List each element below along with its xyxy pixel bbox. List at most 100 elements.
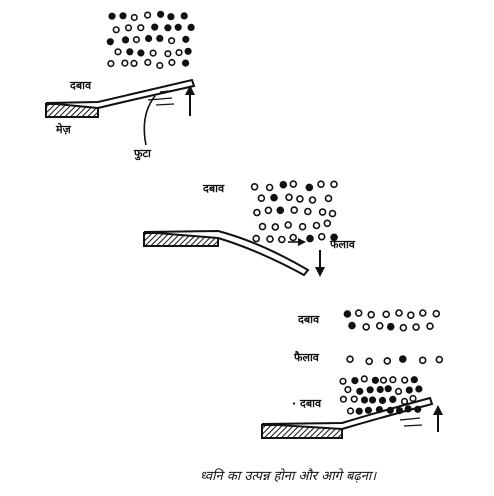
rarefaction-label: फैलाव [330, 238, 355, 251]
right-arrow-icon [288, 238, 306, 246]
air-particle [144, 58, 152, 67]
air-particle [418, 356, 427, 365]
air-particle [276, 206, 285, 215]
panel-1 [45, 10, 196, 146]
air-particle [418, 309, 427, 317]
motion-line [147, 97, 173, 101]
air-particle [266, 235, 274, 243]
air-particle [130, 59, 138, 68]
air-particle [366, 386, 374, 394]
air-particle [395, 407, 404, 415]
air-particle [317, 180, 325, 188]
air-particle [375, 406, 384, 414]
air-particle [284, 221, 293, 229]
ruler-3 [261, 396, 434, 431]
air-particle [168, 37, 176, 45]
air-particle [121, 59, 129, 67]
air-particle [360, 375, 368, 383]
air-particle [168, 58, 176, 67]
air-particle [157, 10, 165, 18]
air-particle [324, 194, 333, 203]
air-particle [414, 405, 422, 413]
air-particle [137, 49, 145, 57]
air-particle [277, 235, 286, 244]
air-particle [180, 12, 188, 20]
pressure-label: दबाव [298, 313, 320, 326]
air-particle [298, 222, 307, 231]
air-particle [351, 377, 359, 385]
air-particle [399, 323, 408, 332]
air-particle [137, 24, 145, 32]
air-particle [164, 24, 172, 32]
air-particle [175, 48, 183, 57]
air-particle [132, 35, 140, 44]
motion-line [403, 424, 423, 427]
air-particle [389, 376, 397, 384]
air-particle [367, 310, 376, 319]
air-particle [156, 61, 164, 70]
air-particle [305, 183, 314, 192]
air-particle [383, 357, 392, 365]
air-particle [174, 23, 182, 31]
air-particle [398, 355, 407, 363]
motion-line [399, 417, 421, 421]
air-particle [250, 183, 259, 191]
air-particle [270, 193, 278, 202]
air-particle [318, 208, 327, 216]
air-particle [376, 385, 384, 394]
air-particle [375, 321, 384, 330]
air-particle [386, 322, 395, 331]
air-particle [119, 12, 127, 20]
air-particle [164, 50, 172, 58]
air-particle [182, 35, 190, 43]
air-particle [264, 206, 273, 215]
air-particle [312, 221, 321, 230]
air-particle [356, 387, 364, 395]
air-particle [384, 385, 392, 393]
air-particle [258, 222, 267, 231]
ruler-1 [45, 78, 196, 110]
air-particle [289, 180, 298, 188]
air-particle [395, 309, 403, 317]
air-particle [330, 233, 338, 242]
air-particle [382, 310, 391, 319]
air-particle [303, 207, 312, 216]
air-particle [339, 377, 347, 385]
air-particle [360, 396, 369, 404]
pressure-label: दबाव [70, 79, 92, 92]
air-particle [362, 323, 371, 331]
up-arrow-icon [433, 405, 443, 432]
air-particle [346, 355, 354, 364]
air-particle [124, 24, 133, 32]
air-particle [279, 180, 288, 189]
air-particle [350, 395, 358, 403]
air-particle [323, 219, 332, 228]
air-particle [344, 386, 352, 394]
air-particles-3 [339, 309, 444, 415]
air-particle [126, 48, 134, 56]
air-particle [149, 49, 157, 57]
air-particle [405, 386, 413, 394]
air-particle [187, 23, 195, 32]
air-particle [184, 47, 192, 55]
air-particle [410, 376, 418, 384]
air-particle [265, 183, 274, 192]
air-particle [348, 321, 356, 330]
air-particle [107, 59, 115, 68]
air-particle [355, 407, 363, 415]
air-particle [368, 396, 377, 404]
air-particle [182, 59, 190, 67]
air-particle [296, 195, 304, 203]
air-particle [114, 48, 122, 56]
air-particle [371, 376, 380, 384]
air-particle [409, 394, 417, 403]
air-particle [339, 395, 348, 403]
ruler-pointer-line [143, 95, 156, 146]
air-particle [404, 405, 412, 413]
air-particle [432, 309, 441, 318]
air-particle [426, 322, 434, 331]
air-particle [151, 23, 159, 31]
air-particle [435, 355, 444, 364]
ruler-label: फुटा [134, 147, 151, 160]
air-particle [145, 34, 153, 43]
